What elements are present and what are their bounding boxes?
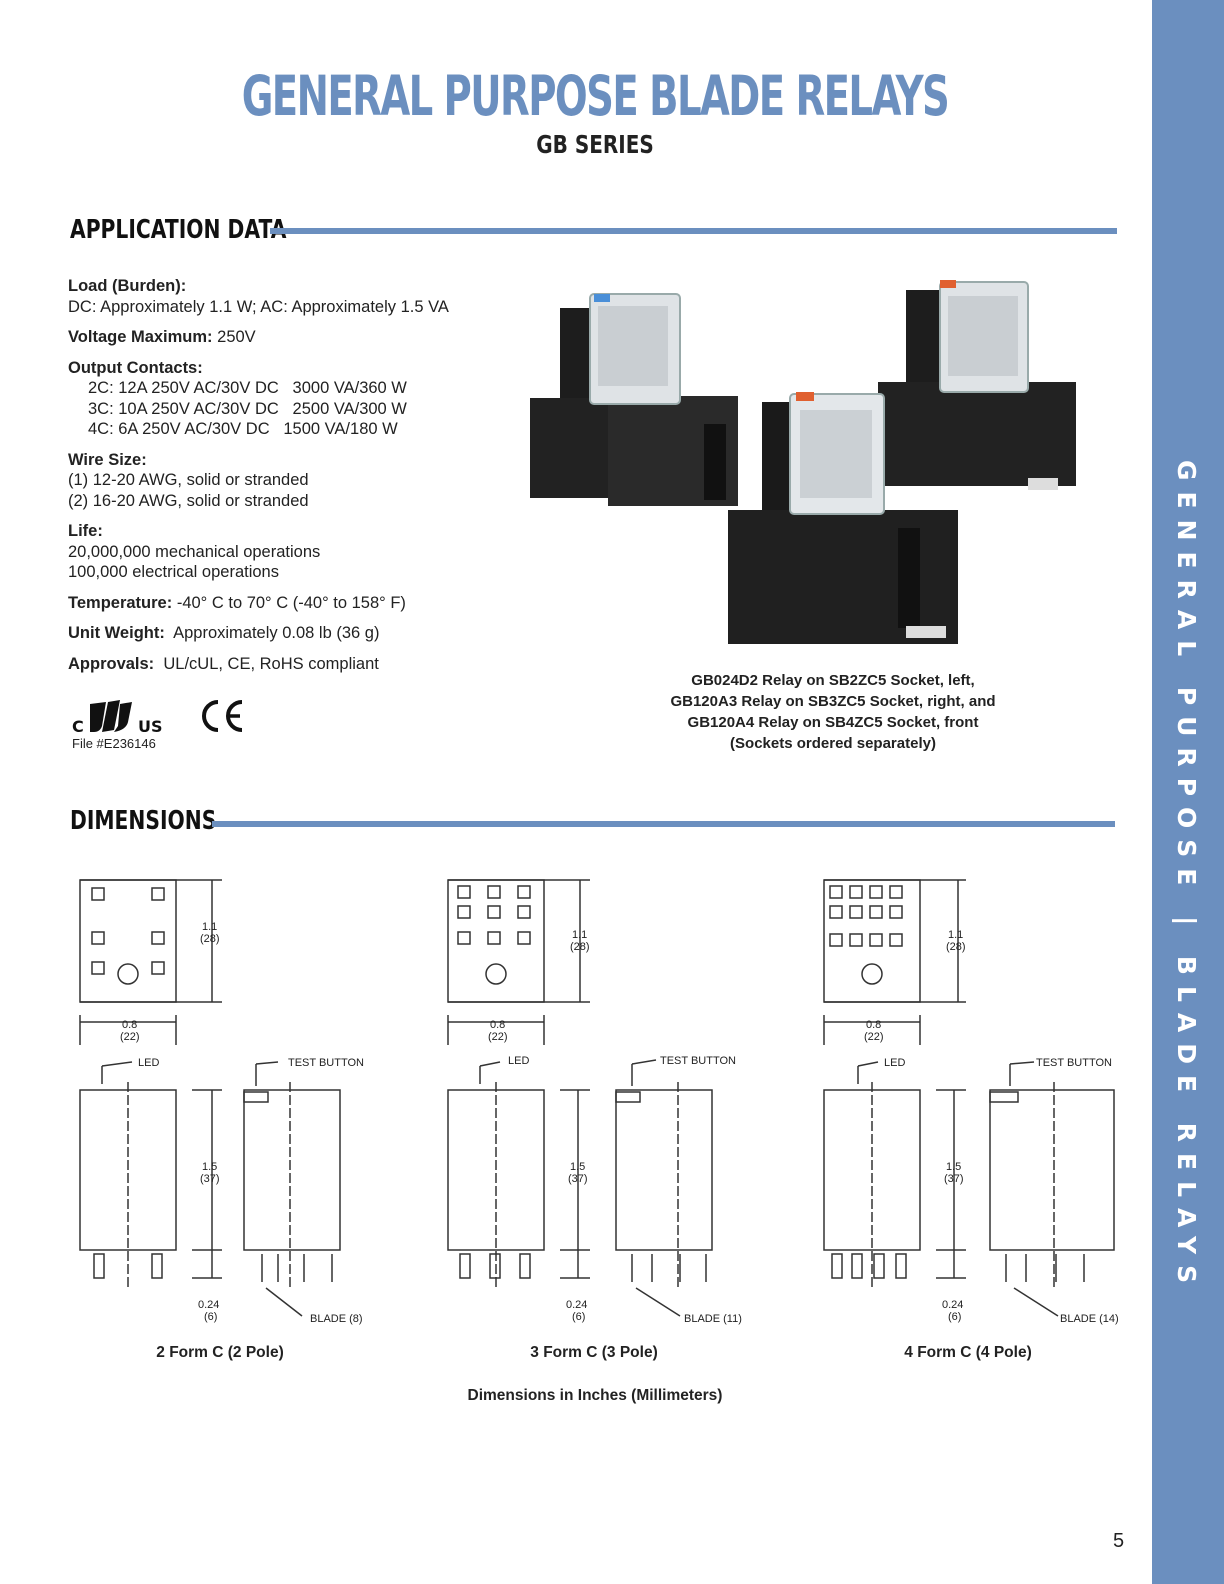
test-button-label-4: TEST BUTTON — [1036, 1057, 1112, 1069]
blade-in-2: 0.24 — [198, 1299, 219, 1311]
width-mm-4: (22) — [864, 1031, 884, 1043]
blade-in-3: 0.24 — [566, 1299, 587, 1311]
blade-count-3: BLADE (11) — [684, 1313, 742, 1325]
page-title: GENERAL PURPOSE BLADE RELAYS — [241, 64, 950, 128]
caption-line-4: (Sockets ordered separately) — [730, 735, 936, 752]
output-line-2c: 2C: 12A 250V AC/30V DC 3000 VA/360 W — [88, 379, 407, 397]
wire-line-2: (2) 16-20 AWG, solid or stranded — [68, 491, 309, 510]
output-line-4c: 4C: 6A 250V AC/30V DC 1500 VA/180 W — [88, 420, 398, 438]
page-subtitle: GB SERIES — [536, 130, 654, 159]
height-mm-2: (28) — [200, 933, 220, 945]
led-label-3: LED — [508, 1055, 529, 1067]
approvals-value: UL/cUL, CE, RoHS compliant — [163, 654, 379, 673]
relay-left — [530, 293, 738, 506]
width-in-2: 0.8 — [122, 1019, 137, 1031]
dimension-drawing-4pole: 1.1 (28) 0.8 (22) LED TEST BUTTON 1.5 (3… — [816, 870, 1126, 1340]
label-2pole: 2 Form C (2 Pole) — [156, 1344, 284, 1361]
blade-count-4: BLADE (14) — [1060, 1313, 1119, 1325]
caption-line-1: GB024D2 Relay on SB2ZC5 Socket, left, — [691, 672, 975, 689]
width-mm-3: (22) — [488, 1031, 508, 1043]
wire-line-1: (1) 12-20 AWG, solid or stranded — [68, 471, 309, 489]
page-number: 5 — [1113, 1530, 1125, 1552]
blade-mm-4: (6) — [948, 1311, 961, 1323]
life-label: Life: — [68, 522, 103, 540]
temp-label: Temperature: — [68, 593, 173, 612]
dimensions-note: Dimensions in Inches (Millimeters) — [467, 1387, 723, 1404]
body-in-3: 1.5 — [570, 1161, 585, 1173]
wire-label: Wire Size: — [68, 450, 147, 469]
test-button-label-3: TEST BUTTON — [660, 1055, 736, 1067]
output-line-3c: 3C: 10A 250V AC/30V DC 2500 VA/300 W — [88, 399, 407, 418]
label-3pole: 3 Form C (3 Pole) — [530, 1344, 658, 1361]
sidebar-title: GENERAL PURPOSE | BLADE RELAYS — [1172, 460, 1201, 1295]
weight-value: Approximately 0.08 lb (36 g) — [173, 624, 380, 642]
body-in-4: 1.5 — [946, 1161, 961, 1173]
load-value: DC: Approximately 1.1 W; AC: Approximate… — [68, 297, 449, 316]
output-label: Output Contacts: — [68, 358, 203, 377]
ul-listed-icon: C US — [72, 700, 163, 736]
approvals-label: Approvals: — [68, 654, 155, 673]
drawing-3pole-svg: 1.1 (28) 0.8 (22) LED TEST BUTTON 1.5 (3… — [447, 879, 742, 1325]
blade-mm-2: (6) — [204, 1311, 217, 1323]
caption-line-3: GB120A4 Relay on SB4ZC5 Socket, front — [687, 714, 979, 731]
section-rule-dimensions — [212, 821, 1115, 827]
sidebar-band — [1152, 0, 1224, 1584]
section-heading-dimensions: DIMENSIONS — [70, 806, 217, 836]
dimension-drawing-3pole: 1.1 (28) 0.8 (22) LED TEST BUTTON 1.5 (3… — [440, 870, 750, 1340]
life-line-1: 20,000,000 mechanical operations — [68, 542, 321, 561]
load-label: Load (Burden): — [68, 277, 187, 295]
width-mm-2: (22) — [120, 1031, 140, 1043]
blade-count-2: BLADE (8) — [310, 1313, 363, 1325]
photo-caption: GB024D2 Relay on SB2ZC5 Socket, left, GB… — [640, 670, 1026, 754]
dimension-drawing-2pole: 1.1 (28) 0.8 (22) LED TEST BUTTON 1.5 (3… — [72, 870, 382, 1340]
caption-line-2: GB120A3 Relay on SB3ZC5 Socket, right, a… — [670, 693, 996, 710]
file-number: File #E236146 — [72, 736, 156, 751]
label-4pole: 4 Form C (4 Pole) — [904, 1344, 1032, 1361]
relay-right — [878, 280, 1076, 490]
width-in-4: 0.8 — [866, 1019, 881, 1031]
voltage-label: Voltage Maximum: — [68, 328, 213, 346]
relay-product-photo — [530, 280, 1076, 644]
weight-label: Unit Weight: — [68, 624, 165, 642]
height-mm-3: (28) — [570, 941, 590, 953]
ul-us-text: US — [138, 717, 163, 736]
height-in-2: 1.1 — [202, 921, 217, 933]
body-in-2: 1.5 — [202, 1161, 217, 1173]
voltage-value: 250V — [217, 328, 256, 346]
body-mm-2: (37) — [200, 1173, 220, 1185]
blade-in-4: 0.24 — [942, 1299, 963, 1311]
led-label-2: LED — [138, 1057, 159, 1069]
test-button-label-2: TEST BUTTON — [288, 1057, 364, 1069]
relay-front — [728, 392, 958, 644]
led-label-4: LED — [884, 1057, 905, 1069]
ul-c-text: C — [72, 717, 84, 736]
height-mm-4: (28) — [946, 941, 966, 953]
drawing-2pole-svg: 1.1 (28) 0.8 (22) LED TEST BUTTON 1.5 (3… — [79, 879, 364, 1325]
height-in-3: 1.1 — [572, 929, 587, 941]
section-rule-application — [270, 228, 1117, 234]
body-mm-4: (37) — [944, 1173, 964, 1185]
section-heading-application: APPLICATION DATA — [70, 215, 287, 245]
temp-value: -40° C to 70° C (-40° to 158° F) — [176, 593, 406, 612]
height-in-4: 1.1 — [948, 929, 963, 941]
application-data: Load (Burden): DC: Approximately 1.1 W; … — [68, 276, 538, 684]
body-mm-3: (37) — [568, 1173, 588, 1185]
life-line-2: 100,000 electrical operations — [68, 563, 279, 581]
width-in-3: 0.8 — [490, 1019, 505, 1031]
drawing-4pole-svg: 1.1 (28) 0.8 (22) LED TEST BUTTON 1.5 (3… — [823, 879, 1119, 1325]
blade-mm-3: (6) — [572, 1311, 585, 1323]
ce-mark-icon — [202, 700, 243, 732]
